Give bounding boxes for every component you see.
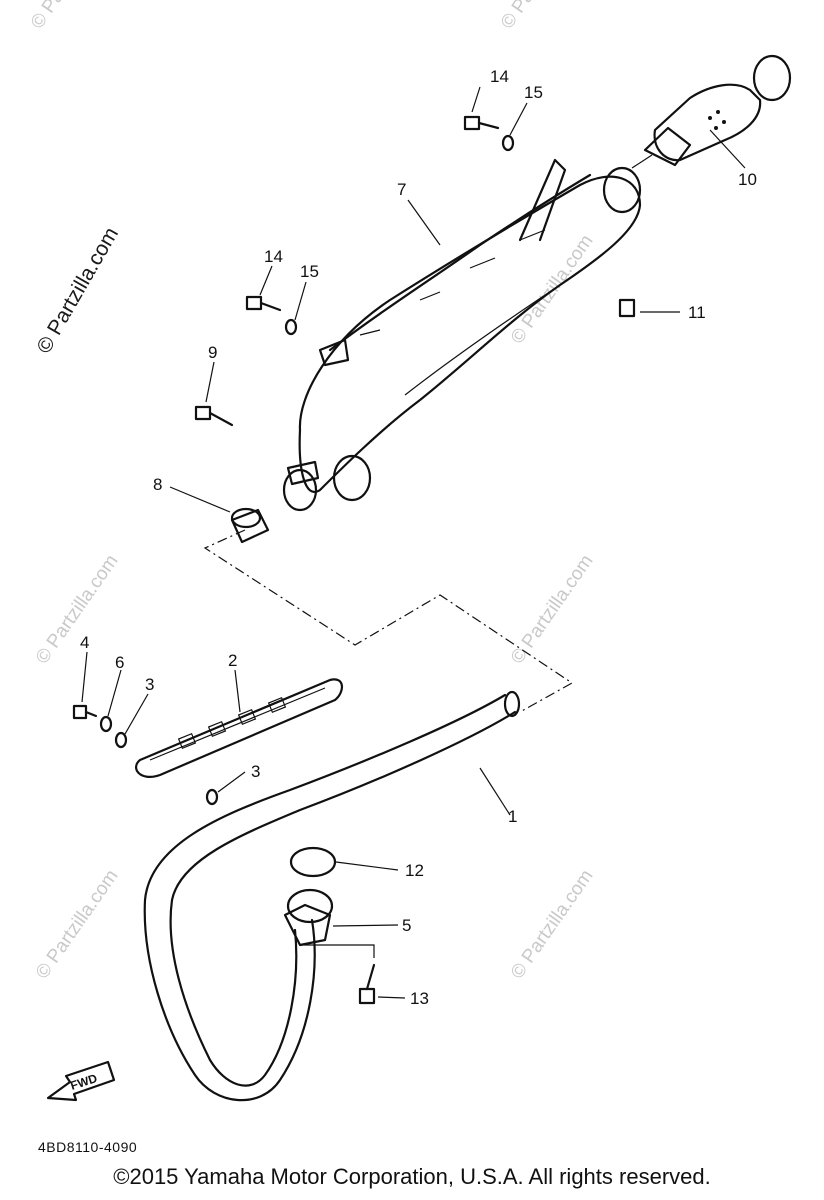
heat-protector [135,678,343,778]
bolt-9 [194,405,234,427]
callout-9: 9 [208,343,217,362]
callout-3-upper: 3 [145,675,154,694]
muffler [282,158,642,512]
bolt-14-upper [463,115,500,131]
bolts [72,115,636,1005]
bolt-13 [358,963,376,1005]
assembly-guide-line [203,529,574,713]
callout-15-lower: 15 [300,262,319,281]
washer-6 [99,715,113,733]
callout-10: 10 [738,170,757,189]
washer-3-lower [205,788,219,806]
callout-labels: 14 15 7 10 11 14 15 9 8 2 4 6 3 3 1 12 5… [80,67,757,1008]
callout-4: 4 [80,633,89,652]
watermark: © Partzilla.com [507,866,598,983]
tail-pipe [631,54,792,169]
callout-15-upper: 15 [524,83,543,102]
callout-3-lower: 3 [251,762,260,781]
callout-1: 1 [508,807,517,826]
bolt-11 [618,298,636,318]
callout-14-upper: 14 [490,67,509,86]
callout-13: 13 [410,989,429,1008]
gasket-ring [289,846,337,878]
callout-7: 7 [397,180,406,199]
bolt-4 [72,704,98,720]
watermark: © Partzilla.com [32,551,123,668]
watermark-main: © Partzilla.com [32,223,123,357]
copyright-notice: ©2015 Yamaha Motor Corporation, U.S.A. A… [113,1164,711,1189]
washer-3-upper [114,731,128,749]
callout-14-lower: 14 [264,247,283,266]
forward-arrow-icon: FWD [46,1060,116,1102]
watermark: © Partzilla.com [32,866,123,983]
watermark: © Partzilla.com [27,0,118,33]
diagram-code: 4BD8110-4090 [38,1139,138,1155]
bolt-14-lower [245,295,282,312]
gasket-sleeve [230,507,270,544]
flange [283,888,334,947]
washer-15-upper [501,134,515,152]
washer-15-lower [284,318,298,336]
exploded-view-drawing: © Partzilla.com © Partzilla.com © Partzi… [27,0,792,1102]
callout-5: 5 [402,916,411,935]
callout-6: 6 [115,653,124,672]
callout-2: 2 [228,651,237,670]
callout-12: 12 [405,861,424,880]
watermark: © Partzilla.com [507,551,598,668]
leader-lines [81,86,746,999]
callout-11: 11 [688,303,706,322]
callout-8: 8 [153,475,162,494]
exhaust-pipe [143,690,521,1102]
watermark: © Partzilla.com [497,0,588,33]
